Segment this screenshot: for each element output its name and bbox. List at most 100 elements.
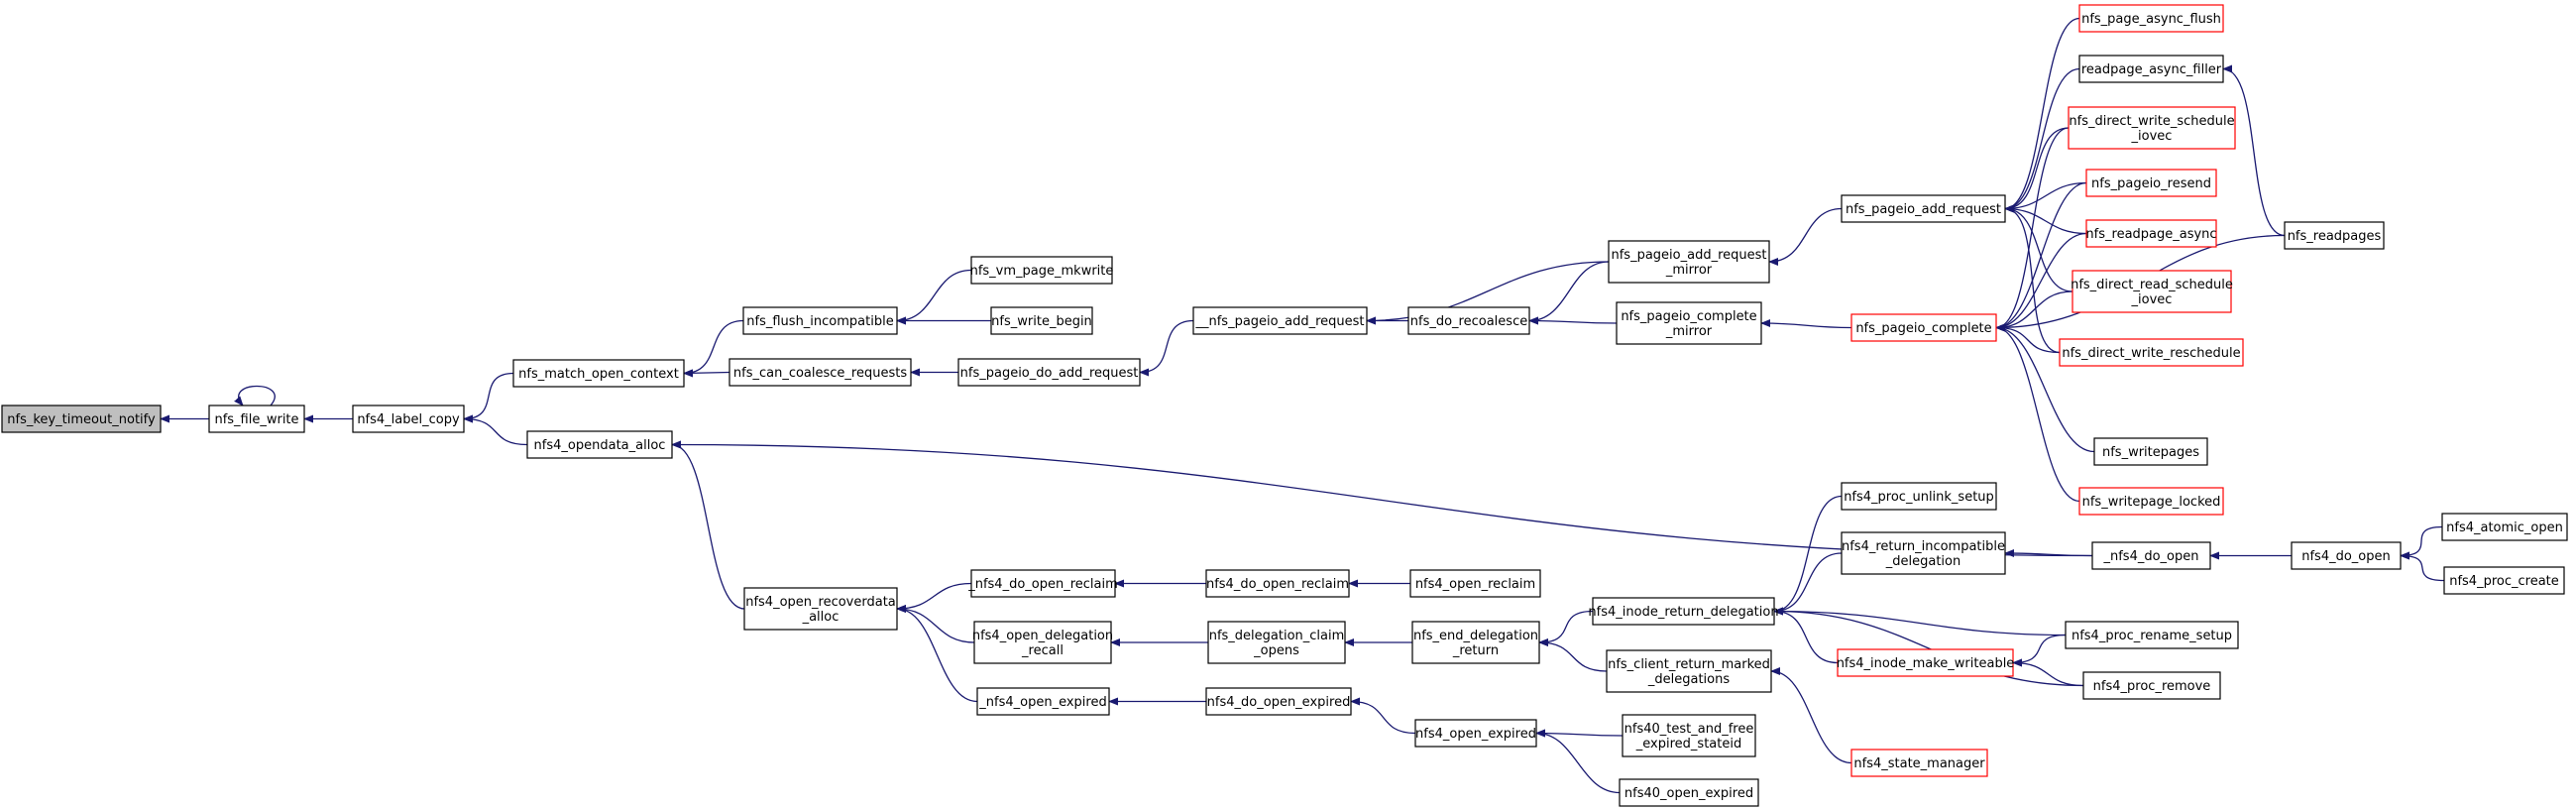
node-label: nfs_match_open_context	[518, 367, 679, 382]
edge-nfs_pageio_resend-to-nfs_pageio_add_request	[2004, 181, 2087, 213]
node-nfs-pageio-resend[interactable]: nfs_pageio_resend	[2085, 169, 2217, 197]
node-box	[1841, 194, 2006, 223]
node-nfs4-state-manager[interactable]: nfs4_state_manager	[1850, 749, 1988, 777]
node-label: nfs_can_coalesce_requests	[733, 366, 907, 381]
node--nfs4-open-expired[interactable]: _nfs4_open_expired	[976, 687, 1110, 716]
node-nfs-writepages[interactable]: nfs_writepages	[2093, 437, 2208, 466]
node-nfs-pageio-do-add-request[interactable]: nfs_pageio_do_add_request	[957, 358, 1141, 387]
node-label: _recall	[1021, 643, 1064, 658]
node-box	[2059, 338, 2244, 367]
node-nfs4-inode-return-delegation[interactable]: nfs4_inode_return_delegation	[1588, 597, 1779, 626]
node-nfs-key-timeout-notify: nfs_key_timeout_notify	[1, 405, 162, 433]
node-box	[1411, 621, 1540, 664]
node-nfs4-return-incompatible-delegation[interactable]: nfs4_return_incompatible_delegation	[1841, 531, 2006, 575]
node-label: nfs_flush_incompatible	[746, 314, 893, 329]
edge-nfs_file_write-to-nfs_file_write	[234, 385, 276, 406]
node-box	[1606, 649, 1772, 693]
node-nfs-delegation-claim-opens[interactable]: nfs_delegation_claim_opens	[1207, 621, 1346, 664]
node-nfs4-open-expired[interactable]: nfs4_open_expired	[1414, 719, 1537, 748]
node-nfs4-open-recoverdata-alloc[interactable]: nfs4_open_recoverdata_alloc	[743, 587, 898, 631]
node-nfs-file-write[interactable]: nfs_file_write	[208, 405, 305, 433]
node-nfs-direct-read-schedule-iovec[interactable]: nfs_direct_read_schedule_iovec	[2071, 270, 2233, 313]
node-nfs-pageio-complete[interactable]: nfs_pageio_complete	[1850, 313, 1997, 342]
node-nfs40-open-expired[interactable]: nfs40_open_expired	[1619, 778, 1759, 807]
node-box	[743, 587, 898, 631]
node-label: nfs_direct_write_reschedule	[2062, 346, 2240, 361]
edge-nfs4_proc_rename_setup-to-nfs4_inode_return_delegation	[1773, 607, 2067, 636]
node-nfs-match-open-context[interactable]: nfs_match_open_context	[512, 359, 685, 388]
node-nfs4-open-delegation-recall[interactable]: nfs4_open_delegation_recall	[972, 621, 1113, 664]
node-nfs-write-begin[interactable]: nfs_write_begin	[990, 306, 1093, 335]
node-label: _mirror	[1665, 263, 1713, 278]
node-label: nfs4_inode_make_writeable	[1837, 656, 2015, 671]
node-nfs-pageio-add-request[interactable]: nfs_pageio_add_request	[1841, 194, 2006, 223]
node-nfs4-do-open[interactable]: nfs4_do_open	[2291, 541, 2402, 570]
node-box	[2441, 513, 2568, 541]
node-label: nfs_vm_page_mkwrite	[970, 264, 1114, 279]
node---nfs-pageio-add-request[interactable]: __nfs_pageio_add_request	[1192, 306, 1368, 335]
node-box	[208, 405, 305, 433]
node-label: nfs4_inode_return_delegation	[1588, 605, 1778, 620]
edge-nfs_direct_read_schedule_iovec-to-nfs_pageio_complete	[1995, 290, 2073, 332]
node--nfs4-do-open-reclaim[interactable]: _nfs4_do_open_reclaim	[967, 569, 1118, 598]
node-nfs-do-recoalesce[interactable]: nfs_do_recoalesce	[1407, 306, 1530, 335]
node--nfs4-do-open[interactable]: _nfs4_do_open	[2091, 541, 2211, 570]
node-nfs-direct-write-schedule-iovec[interactable]: nfs_direct_write_schedule_iovec	[2068, 106, 2236, 150]
node-nfs-can-coalesce-requests[interactable]: nfs_can_coalesce_requests	[728, 358, 912, 387]
node-box	[2093, 437, 2208, 466]
node-nfs-readpages[interactable]: nfs_readpages	[2284, 221, 2385, 250]
node-label: nfs_file_write	[214, 412, 298, 427]
node-nfs4-inode-make-writeable[interactable]: nfs4_inode_make_writeable	[1837, 648, 2015, 677]
node-box	[1205, 569, 1350, 598]
edge-nfs_direct_write_reschedule-to-nfs_pageio_complete	[1995, 323, 2061, 354]
node-label: nfs_pageio_resend	[2091, 176, 2211, 191]
node-box	[1192, 306, 1368, 335]
node-nfs-vm-page-mkwrite[interactable]: nfs_vm_page_mkwrite	[970, 256, 1114, 285]
node-nfs4-do-open-reclaim[interactable]: nfs4_do_open_reclaim	[1205, 569, 1350, 598]
node-nfs4-opendata-alloc[interactable]: nfs4_opendata_alloc	[526, 430, 673, 459]
node-nfs-end-delegation-return[interactable]: nfs_end_delegation_return	[1411, 621, 1540, 664]
node-nfs4-open-reclaim[interactable]: nfs4_open_reclaim	[1409, 569, 1541, 598]
node-nfs4-do-open-expired[interactable]: nfs4_do_open_expired	[1205, 687, 1352, 716]
node-nfs-page-async-flush[interactable]: nfs_page_async_flush	[2078, 4, 2224, 33]
node-box	[1837, 648, 2014, 677]
node-label: _iovec	[2131, 292, 2173, 307]
edge-nfs_match_open_context-to-nfs4_label_copy	[463, 372, 514, 423]
node-label: nfs_write_begin	[991, 314, 1092, 329]
node-nfs40-test-and-free-expired-stateid[interactable]: nfs40_test_and_free_expired_stateid	[1622, 714, 1756, 757]
node-label: nfs4_do_open	[2301, 549, 2391, 564]
edge-_nfs4_do_open-to-nfs4_return_incompatible_delegation	[2004, 549, 2093, 558]
node-nfs4-proc-rename-setup[interactable]: nfs4_proc_rename_setup	[2065, 621, 2239, 649]
node-label: nfs_client_return_marked	[1608, 657, 1770, 672]
node-label: _nfs4_open_expired	[978, 695, 1106, 710]
node-box	[1850, 749, 1988, 777]
node-nfs-pageio-complete-mirror[interactable]: nfs_pageio_complete_mirror	[1616, 301, 1762, 345]
node-nfs-flush-incompatible[interactable]: nfs_flush_incompatible	[742, 306, 898, 335]
edge-nfs4_opendata_alloc-to-nfs4_label_copy	[463, 414, 528, 446]
node-label: _delegation	[1885, 554, 1960, 569]
node-nfs-pageio-add-request-mirror[interactable]: nfs_pageio_add_request_mirror	[1608, 240, 1770, 284]
node-box	[1619, 778, 1759, 807]
node-box	[2291, 541, 2402, 570]
node-nfs4-proc-unlink-setup[interactable]: nfs4_proc_unlink_setup	[1841, 482, 1997, 511]
node-nfs-direct-write-reschedule[interactable]: nfs_direct_write_reschedule	[2059, 338, 2244, 367]
node-readpage-async-filler[interactable]: readpage_async_filler	[2078, 55, 2224, 83]
edge-nfs_readpages-to-readpage_async_filler	[2222, 64, 2286, 237]
node-box	[728, 358, 912, 387]
node-nfs-writepage-locked[interactable]: nfs_writepage_locked	[2078, 487, 2224, 516]
edge-nfs4_proc_remove-to-nfs4_inode_make_writeable	[2012, 658, 2084, 687]
edge-nfs_vm_page_mkwrite-to-nfs_flush_incompatible	[896, 269, 972, 325]
node-nfs-client-return-marked-delegations[interactable]: nfs_client_return_marked_delegations	[1606, 649, 1772, 693]
node-nfs4-atomic-open[interactable]: nfs4_atomic_open	[2441, 513, 2568, 541]
node-nfs4-proc-create[interactable]: nfs4_proc_create	[2443, 566, 2565, 595]
node-box	[1205, 687, 1352, 716]
edges-layer	[160, 17, 2445, 794]
node-nfs4-proc-remove[interactable]: nfs4_proc_remove	[2082, 671, 2221, 700]
edge-nfs_direct_write_schedule_iovec-to-nfs_pageio_add_request	[2004, 127, 2070, 213]
edge-nfs4_proc_create-to-nfs4_do_open	[2400, 551, 2445, 582]
node-box	[1616, 301, 1762, 345]
node-nfs-readpage-async[interactable]: nfs_readpage_async	[2085, 219, 2217, 248]
node-label: nfs4_label_copy	[357, 412, 460, 427]
node-nfs4-label-copy[interactable]: nfs4_label_copy	[352, 405, 465, 433]
node-box	[2443, 566, 2565, 595]
